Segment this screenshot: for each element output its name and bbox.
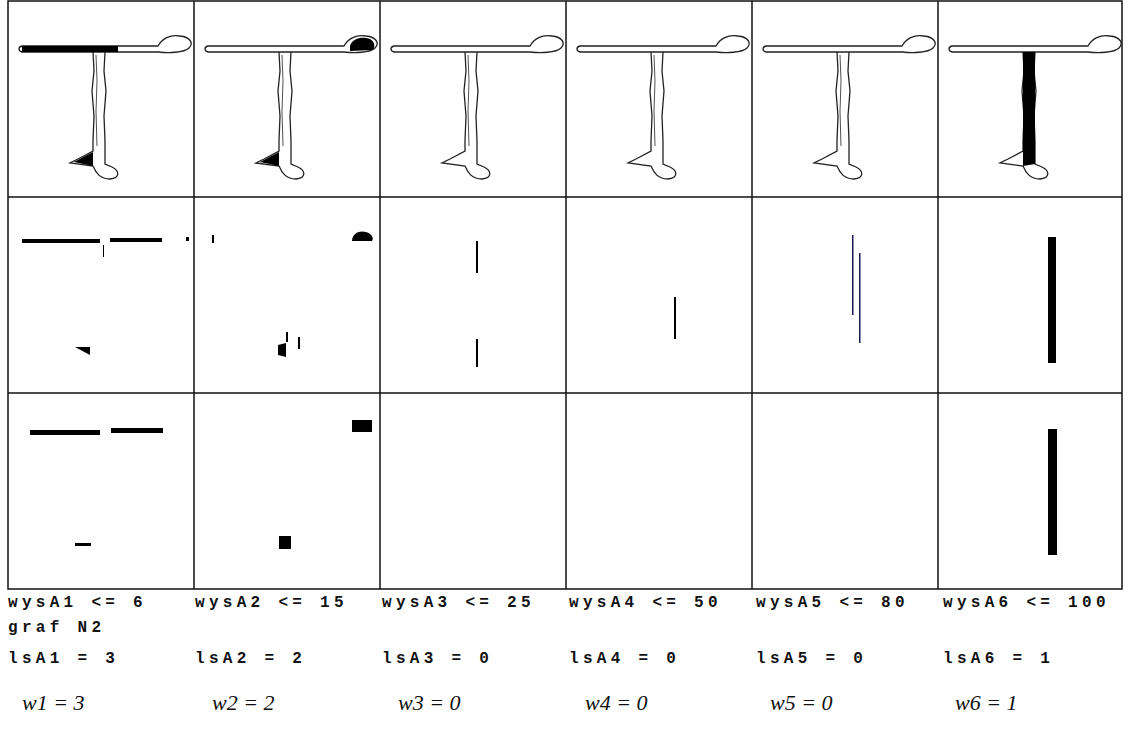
col1-segments: [30, 428, 163, 546]
weight-value: w3 = 0: [398, 690, 461, 716]
segment-count: lsA6 = 1: [943, 650, 1054, 668]
graph-name: graf N2: [8, 619, 105, 637]
segment-count: lsA1 = 3: [8, 650, 119, 668]
col6-fragments: [1048, 237, 1056, 363]
segment-count: lsA4 = 0: [569, 650, 680, 668]
height-threshold: wysA1 <= 6: [8, 594, 147, 612]
height-threshold: wysA4 <= 50: [569, 594, 722, 612]
col6-segments: [1048, 429, 1057, 555]
col5-fragments: [852, 235, 861, 343]
col3-fragments: [476, 241, 478, 367]
height-threshold: wysA5 <= 80: [756, 594, 909, 612]
weight-value: w1 = 3: [22, 690, 85, 716]
segment-count: lsA2 = 2: [195, 650, 306, 668]
col1-highlight: [22, 46, 118, 166]
weight-value: w6 = 1: [955, 690, 1018, 716]
height-threshold: wysA2 <= 15: [195, 594, 348, 612]
col2-fragments: [212, 231, 373, 357]
col4-fragments: [674, 297, 676, 339]
col1-fragments: [22, 237, 189, 355]
weight-value: w5 = 0: [770, 690, 833, 716]
height-threshold: wysA6 <= 100: [943, 594, 1110, 612]
col6-highlight: [1023, 52, 1035, 166]
letter-outlines: [19, 36, 1121, 179]
grid-lines: [8, 1, 1122, 589]
height-threshold: wysA3 <= 25: [382, 594, 535, 612]
col2-segments: [279, 420, 372, 549]
segment-count: lsA5 = 0: [756, 650, 867, 668]
segment-count: lsA3 = 0: [382, 650, 493, 668]
weight-value: w4 = 0: [585, 690, 648, 716]
col2-highlight: [260, 38, 374, 166]
weight-value: w2 = 2: [212, 690, 275, 716]
